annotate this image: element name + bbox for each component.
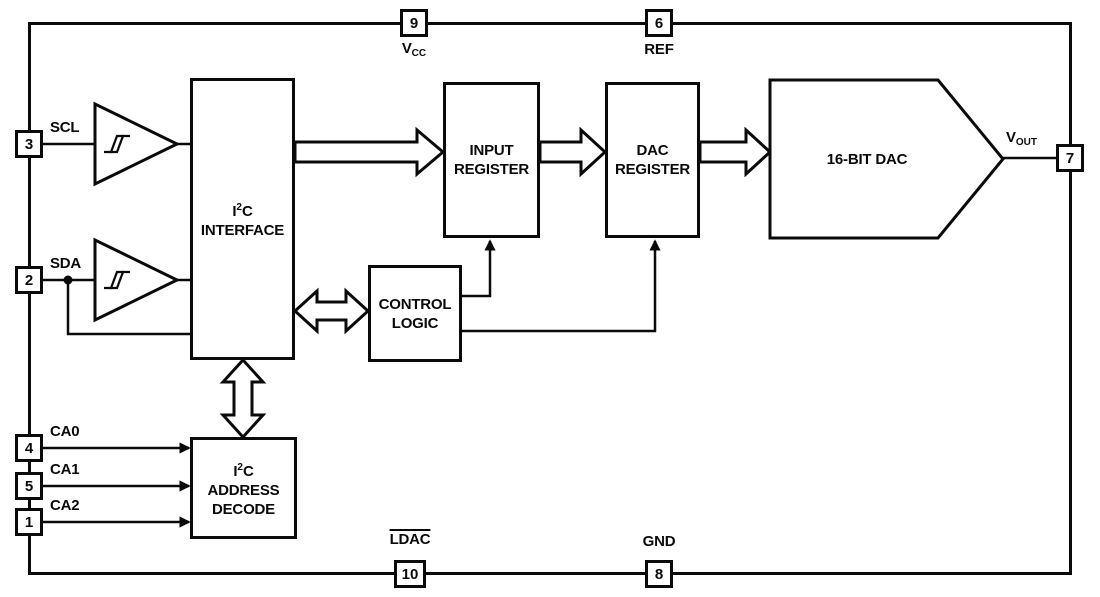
block-label: INPUT (469, 142, 514, 159)
interface-address-decode-bidirectional-arrow (219, 357, 267, 440)
label-ca2: CA2 (50, 497, 80, 514)
pin-10-ldac: 10 (394, 560, 426, 588)
label-ldac: LDAC (389, 531, 431, 548)
bus-arrows (219, 126, 773, 440)
label-ref: REF (644, 41, 674, 58)
block-label: I2C (233, 461, 254, 480)
block-label: LOGIC (391, 314, 439, 332)
pin-4-ca0: 4 (15, 434, 43, 462)
scl-schmitt-trigger-icon (93, 101, 181, 187)
input-register-to-dac-register-arrow (538, 126, 608, 178)
label-ca0: CA0 (50, 423, 80, 440)
signal-wires (41, 142, 1058, 528)
dac-16bit-shape (768, 78, 1005, 240)
pin-3-scl: 3 (15, 130, 43, 158)
hysteresis-icon (110, 270, 130, 290)
block-label: CONTROL (378, 295, 452, 313)
block-i2c-interface: I2C INTERFACE (190, 78, 295, 360)
block-label: I2C (232, 202, 253, 220)
label-scl: SCL (50, 119, 80, 136)
label-sda: SDA (50, 255, 82, 272)
pin-6-ref: 6 (645, 9, 673, 37)
interface-control-logic-bidirectional-arrow (292, 287, 371, 335)
pin-5-ca1: 5 (15, 472, 43, 500)
block-label: INTERFACE (200, 222, 285, 239)
schmitt-triggers (93, 101, 181, 323)
pin-7-vout: 7 (1056, 144, 1084, 172)
control-to-dac-register-wire (460, 239, 661, 333)
sda-junction-dot (63, 275, 73, 285)
pin-9-vcc: 9 (400, 9, 428, 37)
block-16bit-dac-label: 16-BIT DAC (826, 150, 908, 168)
label-vcc: VCC (401, 40, 427, 59)
block-control-logic: CONTROL LOGIC (368, 265, 462, 362)
block-label: REGISTER (614, 161, 691, 178)
pin-2-sda: 2 (15, 266, 43, 294)
pin-1-ca2: 1 (15, 508, 43, 536)
label-gnd: GND (642, 533, 676, 550)
label-ca1: CA1 (50, 461, 80, 478)
block-dac-register: DAC REGISTER (605, 82, 700, 238)
hysteresis-icon (104, 270, 124, 290)
block-i2c-address-decode: I2C ADDRESS DECODE (190, 437, 297, 539)
label-vout: VOUT (1006, 129, 1037, 148)
block-label: ADDRESS (207, 481, 280, 499)
block-label: REGISTER (453, 161, 530, 178)
block-input-register: INPUT REGISTER (443, 82, 540, 238)
pin-8-gnd: 8 (645, 560, 673, 588)
sda-schmitt-trigger-icon (93, 237, 181, 323)
dac-register-to-dac-arrow (698, 126, 773, 178)
chip-boundary (28, 22, 1072, 575)
block-label: DAC (636, 142, 669, 159)
hysteresis-icon (110, 134, 130, 154)
block-label: DECODE (212, 500, 275, 518)
hysteresis-symbols (104, 134, 130, 290)
control-to-input-register-wire (460, 239, 496, 298)
interface-to-input-register-arrow (293, 126, 446, 178)
hysteresis-icon (104, 134, 124, 154)
sda-feedback-wire (66, 280, 191, 336)
